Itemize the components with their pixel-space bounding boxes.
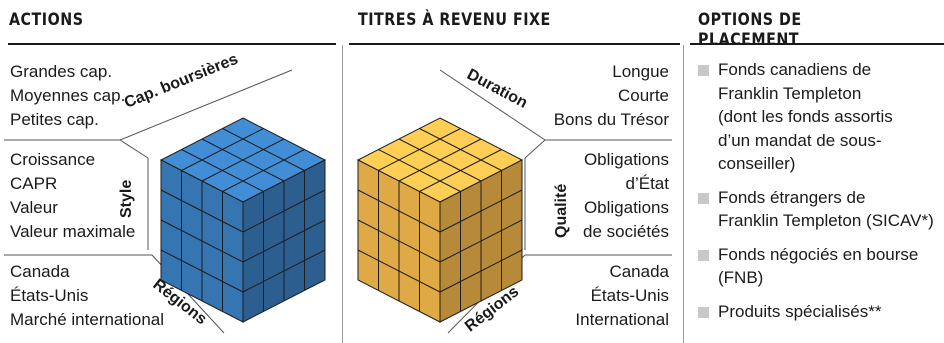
bullet-square-icon: [698, 306, 709, 318]
region-item-canada: Canada: [10, 262, 70, 281]
region-list-actions: Canada États-Unis Marché international: [10, 260, 164, 332]
actions-header: ACTIONS: [9, 10, 84, 30]
option-line: Produits spécialisés**: [718, 301, 882, 321]
cap-item-large: Grandes cap.: [10, 62, 113, 81]
option-item-etf: Fonds négociés en bourse (FNB): [696, 243, 944, 290]
column-divider-2: [683, 45, 684, 343]
style-item-growth: Croissance: [10, 150, 96, 169]
header-rule-fixed-income: [349, 43, 680, 45]
style-item-value: Valeur: [10, 198, 58, 217]
option-line: Fonds négociés en bourse: [718, 244, 919, 264]
duration-item-long: Longue: [612, 62, 669, 81]
fixed-income-header: TITRES À REVENU FIXE: [358, 10, 551, 30]
option-line: Franklin Templeton (SICAV*): [718, 211, 934, 230]
option-item-specialty: Produits spécialisés**: [696, 300, 944, 324]
cube-grid-line: [181, 149, 264, 192]
option-line: Fonds canadiens de: [718, 60, 872, 79]
cube-grid-line: [439, 219, 523, 263]
column-divider-1: [342, 45, 343, 343]
quality-item-2: d’État: [625, 174, 669, 193]
cap-size-list: Grandes cap. Moyennes cap. Petites cap.: [10, 60, 125, 132]
option-line: (dont les fonds assortis: [718, 107, 893, 126]
bullet-square-icon: [698, 249, 709, 261]
option-line: d’un mandat de sous-: [718, 130, 882, 150]
duration-item-short: Courte: [617, 86, 669, 105]
cube-grid-line: [242, 249, 326, 293]
region-item-us-fi: États-Unis: [590, 286, 669, 305]
cube-grid-line: [242, 219, 326, 263]
cube-grid-line: [222, 149, 305, 192]
region-item-us: États-Unis: [10, 286, 89, 305]
region-list-fixed-income: Canada États-Unis International: [575, 260, 669, 332]
quality-item-4: de sociétés: [583, 222, 669, 241]
region-item-intl-fi: International: [575, 310, 669, 329]
style-axis-label: Style: [118, 179, 135, 218]
cube-grid-line: [201, 138, 285, 182]
header-rule-options: [690, 43, 944, 45]
bullet-square-icon: [698, 192, 709, 204]
region-item-canada-fi: Canada: [609, 262, 669, 281]
fixed-income-cube: [356, 117, 524, 323]
style-item-deep-value: Valeur maximale: [10, 222, 136, 241]
actions-cube: [159, 117, 327, 323]
duration-list: Longue Courte Bons du Trésor: [554, 60, 669, 132]
option-line: conseiller): [718, 154, 796, 173]
options-header: OPTIONS DE PLACEMENT: [698, 10, 802, 50]
quality-axis-label: Qualité: [553, 183, 570, 238]
cap-item-mid: Moyennes cap.: [10, 86, 126, 105]
cube-grid-line: [398, 138, 482, 182]
cube-grid-line: [439, 249, 523, 293]
investment-options-list: Fonds canadiens de Franklin Templeton (d…: [696, 58, 944, 333]
cap-item-small: Petites cap.: [10, 110, 99, 129]
quality-list: Obligations d’État Obligations de sociét…: [583, 148, 669, 244]
quality-item-1: Obligations: [583, 150, 669, 169]
duration-item-tbills: Bons du Trésor: [553, 110, 669, 129]
cube-grid-line: [160, 249, 244, 293]
style-list: Croissance CAPR Valeur Valeur maximale: [10, 148, 135, 244]
bullet-square-icon: [698, 65, 709, 76]
option-line: Fonds étrangers de: [718, 187, 866, 207]
option-item-foreign-funds: Fonds étrangers de Franklin Templeton (S…: [696, 186, 944, 233]
header-rule-actions: [8, 43, 336, 45]
option-line: Franklin Templeton: [718, 83, 862, 103]
cube-grid-line: [419, 149, 502, 192]
option-item-canadian-funds: Fonds canadiens de Franklin Templeton (d…: [696, 58, 944, 176]
quality-item-3: Obligations: [583, 198, 669, 217]
region-item-intl: Marché international: [10, 310, 165, 329]
cube-grid-line: [357, 249, 441, 293]
cube-grid-line: [378, 149, 461, 192]
style-item-garp: CAPR: [10, 174, 58, 193]
option-line: (FNB): [718, 268, 764, 287]
cube-grid-line: [357, 219, 441, 263]
cube-grid-line: [160, 219, 244, 263]
